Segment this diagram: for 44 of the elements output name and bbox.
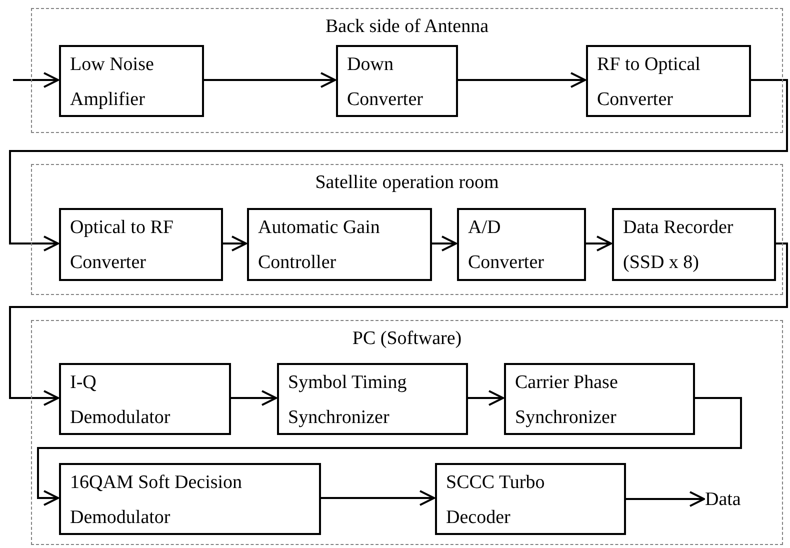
- box-label: Symbol Timing Synchronizer: [288, 371, 408, 430]
- process-box: [336, 45, 458, 117]
- box-label: Carrier Phase Synchronizer: [515, 371, 619, 430]
- arrow: [37, 397, 742, 506]
- process-box: [435, 463, 626, 535]
- box-label: Low Noise Amplifier: [70, 53, 155, 112]
- arrow: [467, 390, 504, 406]
- process-box: [277, 363, 468, 435]
- box-label: RF to Optical Converter: [597, 53, 702, 112]
- group-title: Back side of Antenna: [324, 15, 490, 39]
- arrow: [9, 79, 788, 252]
- arrow: [222, 236, 247, 252]
- arrow: [457, 72, 586, 88]
- group-title: PC (Software): [351, 327, 463, 351]
- process-box: [59, 463, 321, 535]
- box-label: Down Converter: [347, 53, 424, 112]
- box-label: A/D Converter: [468, 216, 545, 275]
- arrow: [585, 236, 612, 252]
- process-box: [59, 45, 204, 117]
- process-box: [504, 363, 695, 435]
- dashed-group-frame: [31, 8, 783, 133]
- process-box: [247, 208, 432, 281]
- process-box: [586, 45, 751, 117]
- dashed-group-frame: [31, 164, 783, 295]
- group-title: Satellite operation room: [314, 171, 500, 195]
- box-label: Optical to RF Converter: [70, 216, 174, 275]
- box-label: Automatic Gain Controller: [258, 216, 381, 275]
- dashed-group-frame: [31, 320, 783, 545]
- arrow: [625, 491, 705, 507]
- process-box: [59, 363, 231, 435]
- output-label: Data: [705, 488, 745, 512]
- box-label: I-Q Demodulator: [70, 371, 172, 430]
- arrow: [230, 390, 277, 406]
- box-label: 16QAM Soft Decision Demodulator: [70, 471, 244, 530]
- process-box: [59, 208, 223, 281]
- arrow: [203, 72, 336, 88]
- arrow: [13, 72, 59, 88]
- box-label: Data Recorder (SSD x 8): [623, 216, 734, 275]
- process-box: [612, 208, 776, 281]
- arrow: [431, 236, 457, 252]
- box-label: SCCC Turbo Decoder: [446, 471, 546, 530]
- arrow: [320, 490, 435, 506]
- process-box: [457, 208, 586, 281]
- arrow: [9, 242, 788, 406]
